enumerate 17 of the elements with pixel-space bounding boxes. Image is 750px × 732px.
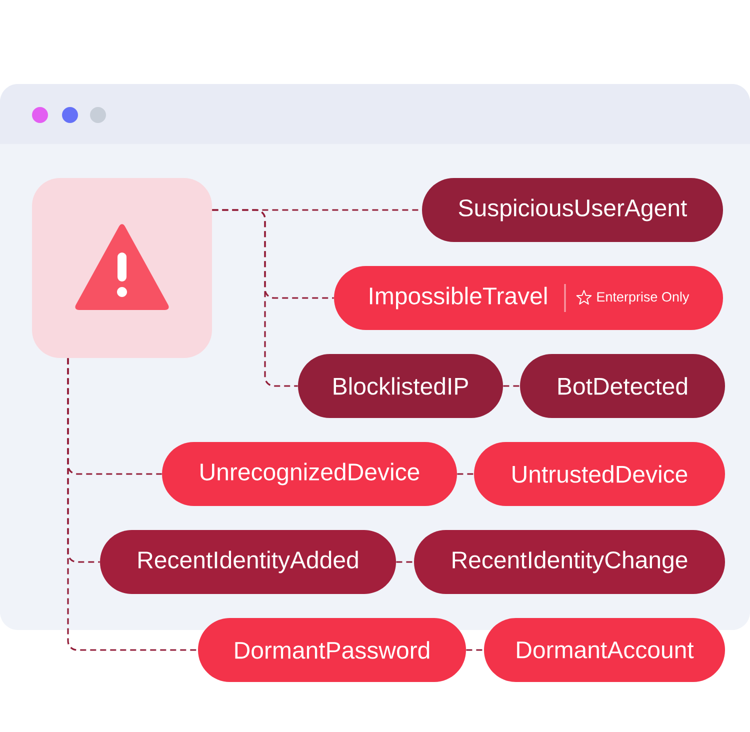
dashed-connector xyxy=(466,649,484,651)
tag-pill: RecentIdentityChange xyxy=(414,530,725,594)
dashed-connector xyxy=(212,209,298,387)
tag-pill: RecentIdentityAdded xyxy=(100,530,396,594)
tag-pill: ImpossibleTravel Enterprise Only xyxy=(334,266,723,330)
dashed-connector xyxy=(67,358,198,651)
tier-label: Enterprise Only xyxy=(597,292,690,304)
dashed-connector xyxy=(503,385,520,387)
dashed-connector xyxy=(396,561,414,563)
tag-pill: BlocklistedIP xyxy=(298,354,503,418)
dashed-connector xyxy=(457,473,474,475)
tag-pill: UnrecognizedDevice xyxy=(162,442,457,506)
tag-pill: DormantPassword xyxy=(198,618,466,682)
tag-pill: UntrustedDevice xyxy=(474,442,725,506)
tag-pill: SuspiciousUserAgent xyxy=(422,178,723,242)
tag-pill: DormantAccount xyxy=(484,618,725,682)
tag-pill: BotDetected xyxy=(520,354,725,418)
